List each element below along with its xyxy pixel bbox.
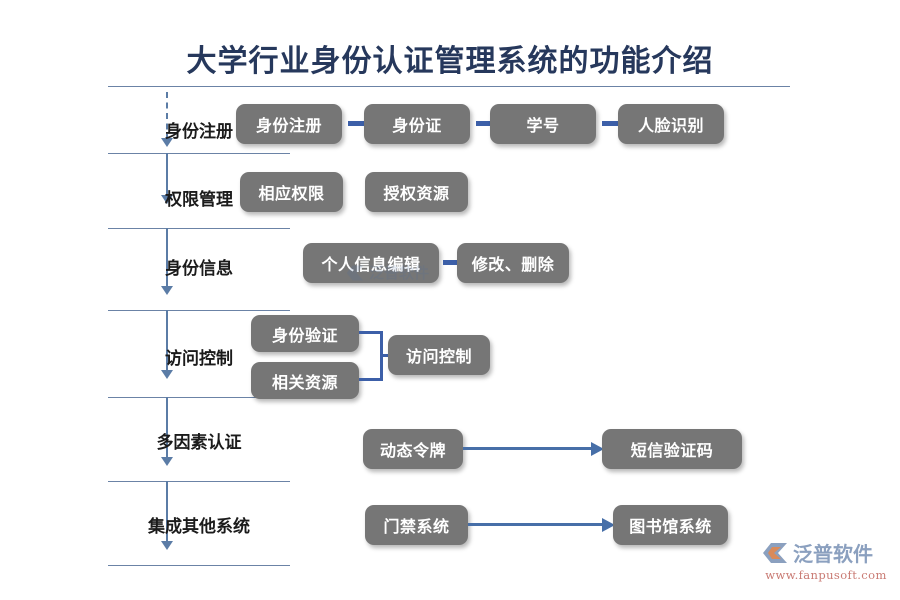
flow-arrow-3	[161, 370, 173, 379]
title-underline	[108, 86, 790, 87]
flow-arrow-4	[161, 457, 173, 466]
node-id-card[interactable]: 身份证	[364, 104, 470, 144]
node-identity-verification[interactable]: 身份验证	[251, 315, 359, 352]
node-identity-registration[interactable]: 身份注册	[236, 104, 342, 144]
flow-line-segment-4	[166, 397, 168, 459]
node-modify-delete[interactable]: 修改、删除	[457, 243, 569, 283]
stage-divider-3	[108, 310, 290, 311]
flow-arrow-2	[161, 286, 173, 295]
stage-divider-5	[108, 481, 290, 482]
node-access-control[interactable]: 访问控制	[388, 335, 490, 375]
stage-divider-2	[108, 228, 290, 229]
stage-label-identity-registration: 身份注册	[165, 122, 233, 142]
flow-arrow-1	[161, 195, 173, 204]
flow-arrow-0	[161, 138, 173, 147]
stage-label-permission-management: 权限管理	[165, 190, 233, 210]
stage-label-system-integration: 集成其他系统	[148, 517, 250, 537]
node-personal-info-edit[interactable]: 个人信息编辑	[303, 243, 439, 283]
brand-logo: 泛普软件 www.fanpusoft.com	[762, 538, 890, 582]
node-student-id[interactable]: 学号	[490, 104, 596, 144]
node-dynamic-token[interactable]: 动态令牌	[363, 429, 463, 469]
page-title: 大学行业身份认证管理系统的功能介绍	[186, 44, 714, 79]
node-corresponding-permissions[interactable]: 相应权限	[240, 172, 343, 212]
node-face-recognition[interactable]: 人脸识别	[618, 104, 724, 144]
flow-line-segment-3	[166, 310, 168, 372]
arrow-token-to-sms-code	[463, 442, 605, 456]
node-sms-verification-code[interactable]: 短信验证码	[602, 429, 742, 469]
flow-line-segment-1	[166, 153, 168, 197]
flow-arrow-5	[161, 541, 173, 550]
node-related-resources[interactable]: 相关资源	[251, 362, 359, 399]
brand-logo-url: www.fanpusoft.com	[765, 568, 887, 582]
arrow-gate-to-library-system	[468, 518, 616, 532]
flow-line-segment-dashed	[166, 92, 168, 140]
node-access-gate-system[interactable]: 门禁系统	[365, 505, 468, 545]
flow-line-segment-5	[166, 481, 168, 543]
stage-label-identity-information: 身份信息	[165, 259, 233, 279]
node-library-system[interactable]: 图书馆系统	[613, 505, 728, 545]
flow-line-segment-2	[166, 228, 168, 288]
brand-logo-name: 泛普软件	[793, 542, 873, 566]
stage-label-multi-factor-auth: 多因素认证	[156, 433, 242, 453]
stage-divider-6	[108, 565, 290, 566]
stage-label-access-control: 访问控制	[165, 349, 233, 369]
fanpu-mark-icon	[762, 540, 788, 566]
stage-divider-1	[108, 153, 290, 154]
stage-divider-4	[108, 397, 290, 398]
node-authorized-resources[interactable]: 授权资源	[365, 172, 468, 212]
